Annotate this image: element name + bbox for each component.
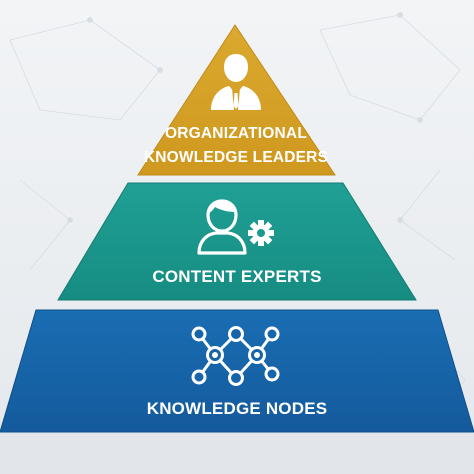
expert-person-gear-icon bbox=[197, 199, 274, 255]
leader-person-icon bbox=[211, 54, 261, 110]
tier-middle-label: CONTENT EXPERTS bbox=[152, 267, 321, 286]
floor bbox=[0, 430, 474, 474]
tier-middle-shape bbox=[57, 182, 417, 301]
tier-middle: CONTENT EXPERTS bbox=[57, 182, 417, 301]
tier-top-label-line-1: ORGANIZATIONAL bbox=[165, 125, 307, 142]
tier-bottom: KNOWLEDGE NODES bbox=[0, 309, 474, 433]
tier-top-label-line-2: KNOWLEDGE LEADERS bbox=[144, 149, 328, 166]
tier-bottom-label: KNOWLEDGE NODES bbox=[147, 399, 328, 418]
tier-top: ORGANIZATIONAL KNOWLEDGE LEADERS bbox=[137, 24, 336, 176]
network-nodes-icon bbox=[191, 326, 280, 386]
background-network-lines bbox=[9, 12, 466, 421]
